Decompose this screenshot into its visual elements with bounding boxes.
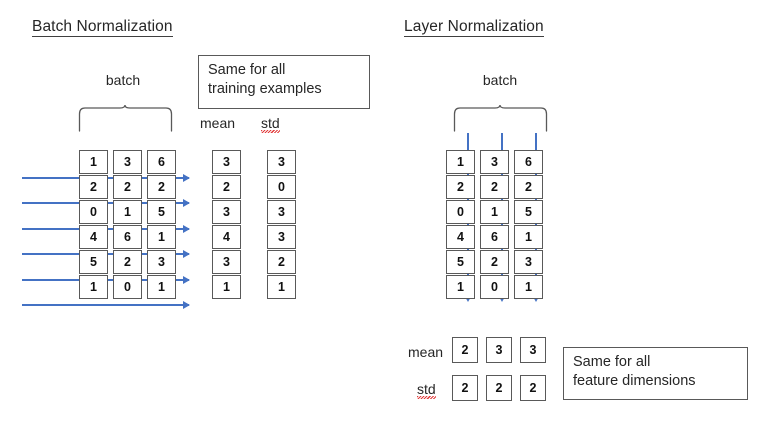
ln-cell: 3 — [514, 250, 543, 274]
ln-cell: 4 — [446, 225, 475, 249]
bn-std-cell: 3 — [267, 225, 296, 249]
ln-cell: 5 — [514, 200, 543, 224]
bn-matrix-column-2: 3 2 1 6 2 0 — [113, 150, 142, 299]
ln-mean-cell: 2 — [452, 337, 478, 363]
bn-cell: 1 — [147, 225, 176, 249]
bn-row-arrow-6 — [22, 301, 190, 309]
bn-mean-cell: 3 — [212, 150, 241, 174]
bn-cell: 2 — [79, 175, 108, 199]
bn-std-cell: 3 — [267, 200, 296, 224]
bn-std-column: 3 0 3 3 2 1 — [267, 150, 296, 299]
bn-cell: 3 — [147, 250, 176, 274]
batch-norm-std-label: std — [261, 115, 280, 133]
bn-std-cell: 1 — [267, 275, 296, 299]
ln-std-cell: 2 — [452, 375, 478, 401]
ln-matrix-column-3: 6 2 5 1 3 1 — [514, 150, 543, 299]
batch-norm-callout: Same for all training examples — [198, 55, 370, 109]
ln-mean-cell: 3 — [520, 337, 546, 363]
bn-mean-cell: 3 — [212, 200, 241, 224]
bn-mean-cell: 2 — [212, 175, 241, 199]
ln-cell: 1 — [514, 275, 543, 299]
bn-cell: 1 — [147, 275, 176, 299]
layer-norm-std-label: std — [417, 381, 436, 399]
bn-mean-column: 3 2 3 4 3 1 — [212, 150, 241, 299]
bn-cell: 5 — [79, 250, 108, 274]
layer-norm-std-text: std — [417, 381, 436, 399]
batch-norm-callout-line2: training examples — [208, 80, 322, 97]
ln-matrix-column-1: 1 2 0 4 5 1 — [446, 150, 475, 299]
bn-mean-cell: 4 — [212, 225, 241, 249]
bn-cell: 1 — [79, 150, 108, 174]
bn-mean-cell: 3 — [212, 250, 241, 274]
layer-norm-callout: Same for all feature dimensions — [563, 347, 748, 400]
layer-norm-title: Layer Normalization — [404, 18, 544, 38]
ln-mean-cell: 3 — [486, 337, 512, 363]
batch-norm-mean-label: mean — [200, 115, 236, 131]
ln-cell: 1 — [446, 150, 475, 174]
bn-cell: 6 — [113, 225, 142, 249]
ln-cell: 2 — [446, 175, 475, 199]
bn-std-cell: 2 — [267, 250, 296, 274]
ln-cell: 2 — [480, 175, 509, 199]
ln-cell: 6 — [480, 225, 509, 249]
bn-cell: 5 — [147, 200, 176, 224]
bn-std-cell: 3 — [267, 150, 296, 174]
bn-matrix-column-1: 1 2 0 4 5 1 — [79, 150, 108, 299]
batch-norm-callout-line1: Same for all — [208, 62, 286, 78]
layer-norm-brace — [453, 104, 549, 132]
bn-cell: 2 — [113, 250, 142, 274]
bn-cell: 4 — [79, 225, 108, 249]
bn-cell: 6 — [147, 150, 176, 174]
bn-cell: 0 — [113, 275, 142, 299]
ln-cell: 3 — [480, 150, 509, 174]
bn-cell: 1 — [113, 200, 142, 224]
bn-matrix-column-3: 6 2 5 1 3 1 — [147, 150, 176, 299]
bn-mean-cell: 1 — [212, 275, 241, 299]
batch-norm-brace — [78, 104, 174, 132]
bn-cell: 1 — [79, 275, 108, 299]
batch-norm-std-text: std — [261, 115, 280, 133]
ln-cell: 6 — [514, 150, 543, 174]
bn-cell: 3 — [113, 150, 142, 174]
layer-norm-callout-line1: Same for all — [573, 354, 651, 370]
ln-cell: 0 — [446, 200, 475, 224]
bn-cell: 0 — [79, 200, 108, 224]
ln-cell: 1 — [446, 275, 475, 299]
layer-norm-batch-label: batch — [482, 72, 518, 88]
ln-cell: 5 — [446, 250, 475, 274]
batch-norm-title: Batch Normalization — [32, 18, 173, 38]
ln-std-cell: 2 — [520, 375, 546, 401]
layer-norm-callout-line2: feature dimensions — [573, 372, 696, 389]
ln-std-cell: 2 — [486, 375, 512, 401]
ln-cell: 2 — [514, 175, 543, 199]
layer-norm-mean-label: mean — [408, 344, 444, 360]
ln-cell: 1 — [480, 200, 509, 224]
ln-cell: 2 — [480, 250, 509, 274]
ln-cell: 1 — [514, 225, 543, 249]
bn-std-cell: 0 — [267, 175, 296, 199]
ln-cell: 0 — [480, 275, 509, 299]
batch-norm-batch-label: batch — [105, 72, 141, 88]
bn-cell: 2 — [147, 175, 176, 199]
ln-matrix-column-2: 3 2 1 6 2 0 — [480, 150, 509, 299]
bn-cell: 2 — [113, 175, 142, 199]
